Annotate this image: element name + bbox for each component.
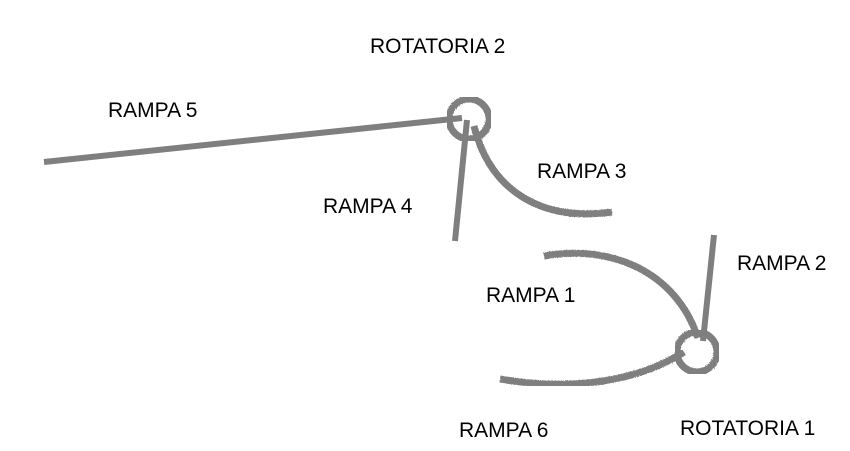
rotatoria-2-ring bbox=[445, 95, 493, 143]
rampa-2-road bbox=[700, 234, 717, 342]
rotatoria-1-label: ROTATORIA 1 bbox=[680, 417, 815, 440]
rampa-5-road bbox=[43, 115, 463, 165]
rampa-2-label: RAMPA 2 bbox=[737, 252, 826, 275]
rampa-4-label: RAMPA 4 bbox=[323, 195, 413, 218]
rotatoria-1-ring bbox=[673, 328, 721, 376]
rampa-3-road bbox=[470, 125, 613, 218]
rotatoria-2-label: ROTATORIA 2 bbox=[370, 35, 505, 58]
rampa-1-road bbox=[543, 249, 702, 340]
rampa-6-label: RAMPA 6 bbox=[459, 419, 548, 442]
rampa-5-label: RAMPA 5 bbox=[108, 99, 197, 122]
rampa-1-label: RAMPA 1 bbox=[486, 284, 575, 307]
rampa-3-label: RAMPA 3 bbox=[537, 160, 626, 183]
rampa-6-road bbox=[499, 349, 686, 388]
